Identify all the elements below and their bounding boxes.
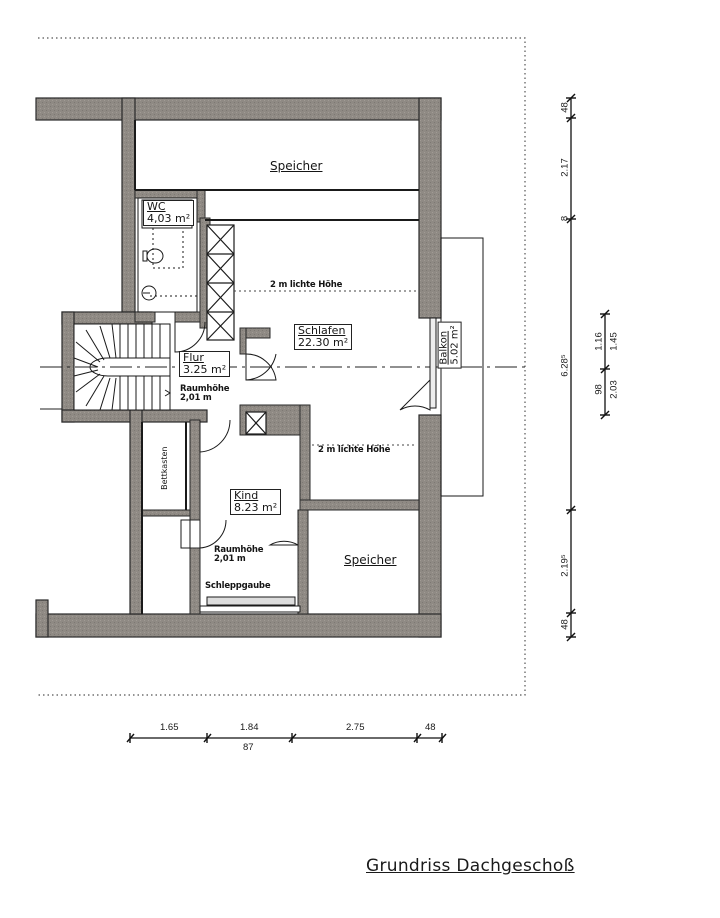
dim-v-6: 48: [559, 619, 571, 630]
dim-v-1: 48: [559, 102, 571, 113]
room-wc-label: WC 4,03 m²: [143, 200, 195, 227]
interior-walls: [134, 189, 420, 615]
note-raumhoehe-kind-value: 2,01 m: [214, 553, 246, 564]
clearance-lines: [234, 290, 419, 446]
note-raumhoehe-flur-value: 2,01 m: [180, 392, 212, 403]
dim-vi-1: 1.16: [593, 332, 605, 351]
note-schleppgaube: Schleppgaube: [205, 581, 271, 591]
doors: [174, 321, 431, 549]
room-balkon-area: 5.02 m²: [449, 325, 461, 365]
room-flur-area: 3.25 m²: [183, 363, 227, 377]
dim-v-4: 6.28⁵: [559, 354, 571, 377]
room-schlafen-label: Schlafen 22.30 m²: [294, 324, 353, 351]
note-lichte-hoehe-2: 2 m lichte Höhe: [318, 445, 391, 455]
drawing-title: Grundriss Dachgeschoß: [366, 856, 575, 876]
dim-h-3: 2.75: [346, 722, 365, 733]
room-balkon-label: Balkon 5.02 m²: [437, 321, 462, 369]
room-schlafen-name: Schlafen: [298, 324, 346, 337]
room-speicher-bottom: Speicher: [344, 553, 397, 567]
room-wc-name: WC: [147, 200, 166, 213]
room-flur-name: Flur: [183, 351, 204, 364]
dim-vi-2: 1.45: [608, 332, 620, 351]
room-kind-area: 8.23 m²: [234, 501, 278, 515]
room-schlafen-area: 22.30 m²: [298, 336, 349, 350]
room-balkon-name: Balkon: [438, 330, 450, 365]
dormer-window: [199, 596, 301, 613]
room-flur-label: Flur 3.25 m²: [179, 351, 231, 378]
note-raumhoehe-kind-label: Raumhöhe: [214, 545, 264, 555]
dim-h-sub: 87: [243, 742, 254, 753]
dimension-ticks: [126, 93, 610, 743]
note-raumhoehe-flur: Raumhöhe 2,01 m: [180, 385, 229, 403]
dim-h-1: 1.65: [160, 722, 179, 733]
note-bettkasten: Bettkasten: [159, 446, 169, 490]
dim-h-2: 1.84: [240, 722, 259, 733]
note-lichte-hoehe-1: 2 m lichte Höhe: [270, 280, 343, 290]
dim-v-2: 2.17: [559, 158, 571, 177]
room-kind-name: Kind: [234, 489, 259, 502]
note-raumhoehe-flur-label: Raumhöhe: [180, 384, 230, 394]
dim-vi-4: 2.03: [608, 380, 620, 399]
room-speicher-top: Speicher: [270, 159, 323, 173]
room-kind-label: Kind 8.23 m²: [230, 489, 282, 516]
dim-v-5: 2.19⁵: [559, 554, 571, 577]
dimension-lines: [130, 98, 606, 739]
note-raumhoehe-kind: Raumhöhe 2,01 m: [214, 546, 263, 564]
partition-lines: [134, 120, 419, 614]
dim-vi-3: 98: [593, 384, 605, 395]
dim-h-4: 48: [425, 722, 436, 733]
dim-v-3: 8: [559, 215, 571, 222]
shaft-x-boxes: [206, 224, 267, 435]
room-wc-area: 4,03 m²: [147, 212, 191, 226]
exterior-walls: [35, 97, 442, 638]
